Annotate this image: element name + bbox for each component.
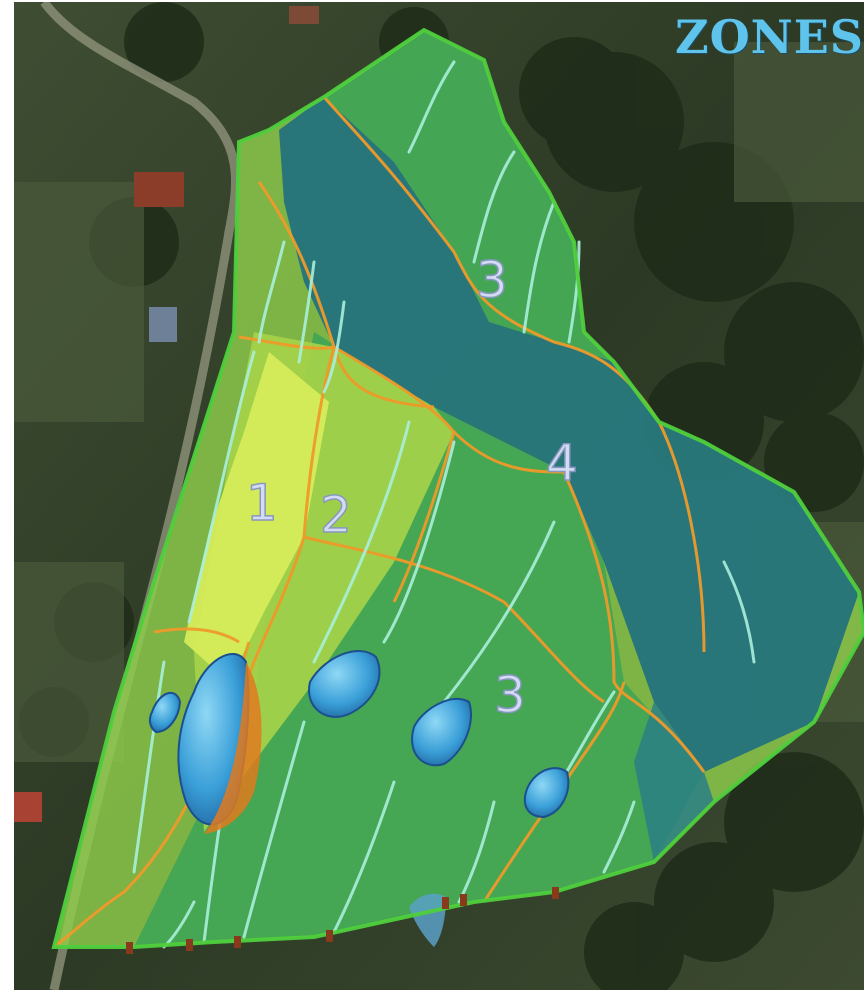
zone-label-1: 1 [246, 474, 278, 532]
pond-icon [409, 893, 446, 947]
outlet-marker [234, 936, 241, 948]
pond-icon [148, 691, 182, 734]
outlet-marker [126, 942, 133, 954]
zone-label-3-north: 3 [476, 251, 508, 309]
map-view[interactable]: 1 2 3 3 4 ZONES [14, 2, 864, 990]
outlet-marker [326, 930, 333, 942]
pond-icon [411, 697, 472, 767]
zone-label-2: 2 [320, 486, 352, 544]
map-title: ZONES [675, 10, 864, 64]
zone-boundaries [53, 96, 706, 949]
pond-icon [524, 767, 570, 819]
outlet-marker [552, 887, 559, 899]
outlet-marker [460, 894, 467, 906]
zone-4-region [279, 97, 859, 772]
zone-map: 1 2 3 3 4 [14, 2, 864, 990]
zone-1-region [184, 352, 329, 682]
outlet-markers [126, 887, 559, 954]
zone-3-region-north [324, 30, 614, 362]
outlet-marker [442, 897, 449, 909]
zone-label-3-south: 3 [494, 666, 526, 724]
outlet-marker [186, 939, 193, 951]
zone-label-4: 4 [546, 434, 578, 492]
buildings [14, 6, 319, 822]
pond-bank [204, 662, 262, 834]
pond-icon [308, 650, 381, 718]
property-outline [51, 27, 864, 949]
ponds [148, 650, 570, 947]
